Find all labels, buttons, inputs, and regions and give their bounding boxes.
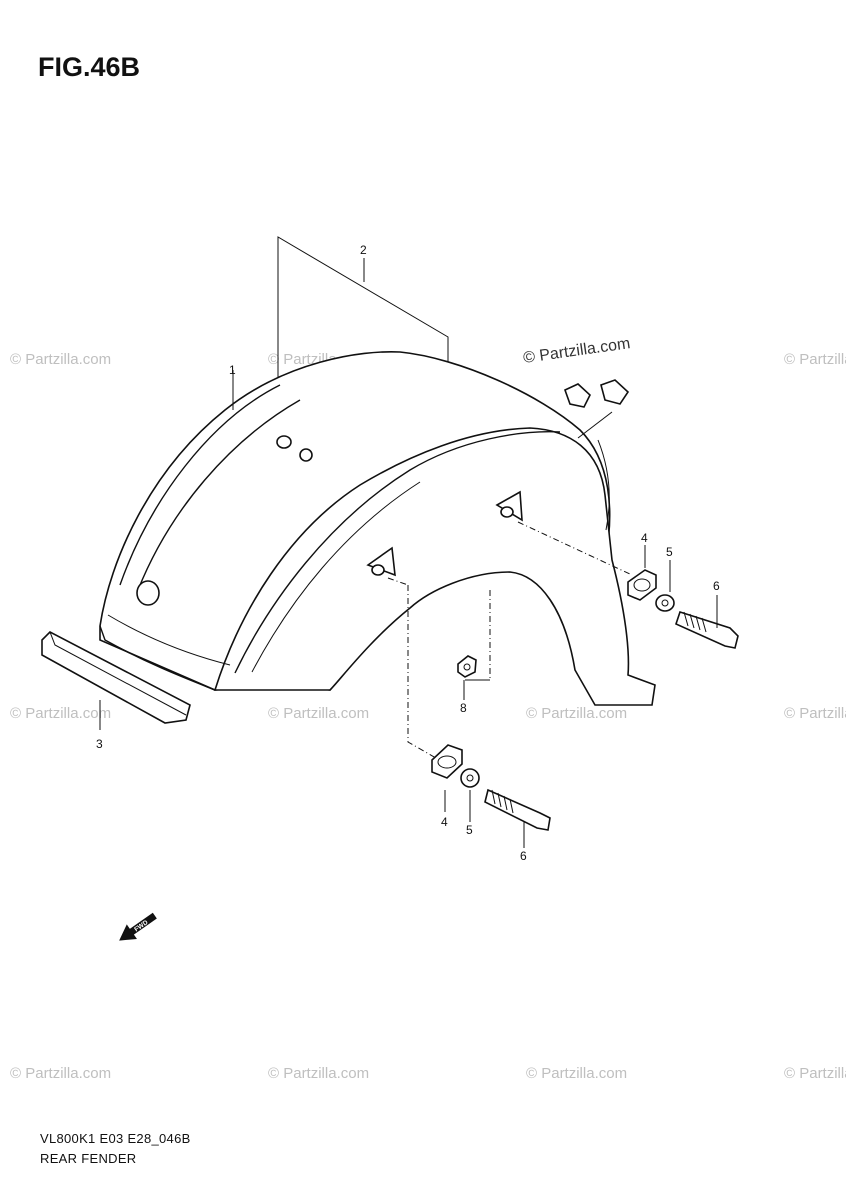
callout-8: 8 [460, 701, 467, 715]
watermark: © Partzilla.com [784, 705, 846, 722]
callout-5-lower: 5 [466, 823, 473, 837]
callout-1: 1 [229, 363, 236, 377]
rear-strip-part-3 [41, 631, 191, 724]
figure-name: REAR FENDER [40, 1151, 137, 1166]
callout-2: 2 [360, 243, 367, 257]
upper-hardware [627, 569, 739, 649]
watermark: © Partzilla.com [526, 705, 627, 722]
callout-5-upper: 5 [666, 545, 673, 559]
watermark: © Partzilla.com [784, 351, 846, 368]
watermark: © Partzilla.com [784, 1065, 846, 1082]
callouts: 1 2 3 4 5 6 8 4 5 6 [96, 243, 720, 863]
grommet-part-4 [431, 744, 463, 779]
callout-4-upper: 4 [641, 531, 648, 545]
watermark-highlighted: © Partzilla.com [522, 335, 631, 367]
figure-code: VL800K1 E03 E28_046B [40, 1131, 191, 1146]
fender-hole [276, 435, 292, 449]
watermark-grid: © Partzilla.com © Partzilla.com © Partzi… [10, 335, 846, 1082]
watermark: © Partzilla.com [268, 1065, 369, 1082]
washer-part-5 [655, 594, 675, 612]
callout-6-upper: 6 [713, 579, 720, 593]
figure-title: FIG.46B [38, 52, 141, 82]
grommet-part-4 [627, 569, 657, 601]
grommets [564, 379, 630, 408]
washer-part-5 [460, 768, 480, 788]
lower-hardware [431, 744, 551, 831]
watermark: © Partzilla.com [526, 1065, 627, 1082]
watermark: © Partzilla.com [10, 705, 111, 722]
callout-6-lower: 6 [520, 849, 527, 863]
bolt-part-6 [484, 788, 551, 831]
nut-part-8 [457, 655, 477, 678]
rear-fender [99, 350, 656, 706]
leader-lines [99, 370, 718, 848]
callout-4-lower: 4 [441, 815, 448, 829]
watermark: © Partzilla.com [10, 1065, 111, 1082]
fwd-arrow-icon: FWD [119, 912, 157, 941]
watermark: © Partzilla.com [268, 705, 369, 722]
callout-3: 3 [96, 737, 103, 751]
fender-hole [136, 580, 160, 606]
fender-hole [299, 448, 313, 462]
watermark: © Partzilla.com [10, 351, 111, 368]
